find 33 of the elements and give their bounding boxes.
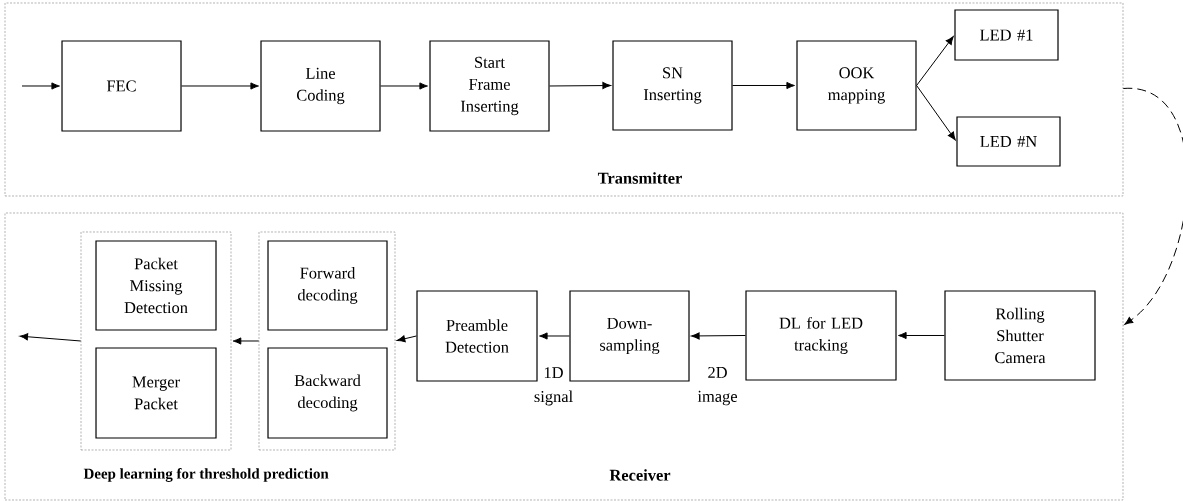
arrow: [916, 85, 956, 141]
arrow: [1122, 88, 1183, 325]
arrow: [898, 331, 945, 340]
process-box: Preamble Detection: [416, 290, 538, 382]
process-box: FEC: [61, 40, 182, 132]
process-box: Rolling Shutter Camera: [944, 290, 1096, 381]
arrow: [181, 82, 259, 90]
arrow: [539, 332, 570, 340]
process-box: OOK mapping: [796, 40, 917, 131]
arrow: [396, 335, 417, 343]
group-caption: Deep learning for threshold prediction: [83, 468, 329, 482]
arrow: [916, 36, 954, 86]
arrow: [691, 332, 746, 340]
process-box: DL for LED tracking: [745, 290, 897, 381]
edge-label: 2D image: [697, 366, 737, 406]
arrow: [232, 337, 260, 345]
arrow: [380, 82, 428, 90]
process-box: LED #N: [956, 116, 1061, 167]
dashed-group-box: [258, 231, 396, 451]
process-box: Line Coding: [260, 40, 381, 132]
dashed-group-box: [80, 231, 232, 451]
process-box: Backward decoding: [267, 347, 388, 439]
arrow: [549, 81, 611, 90]
process-box: Forward decoding: [267, 240, 388, 331]
process-box: Down-sampling: [569, 290, 690, 382]
process-box: SN Inserting: [612, 40, 733, 131]
process-box: LED #1: [954, 9, 1059, 61]
process-box: Merger Packet: [95, 347, 217, 439]
arrow: [732, 81, 795, 90]
process-box: Start Frame Inserting: [429, 40, 550, 132]
arrow: [21, 82, 60, 90]
arrow: [19, 333, 82, 342]
process-box: Packet Missing Detection: [95, 240, 217, 331]
